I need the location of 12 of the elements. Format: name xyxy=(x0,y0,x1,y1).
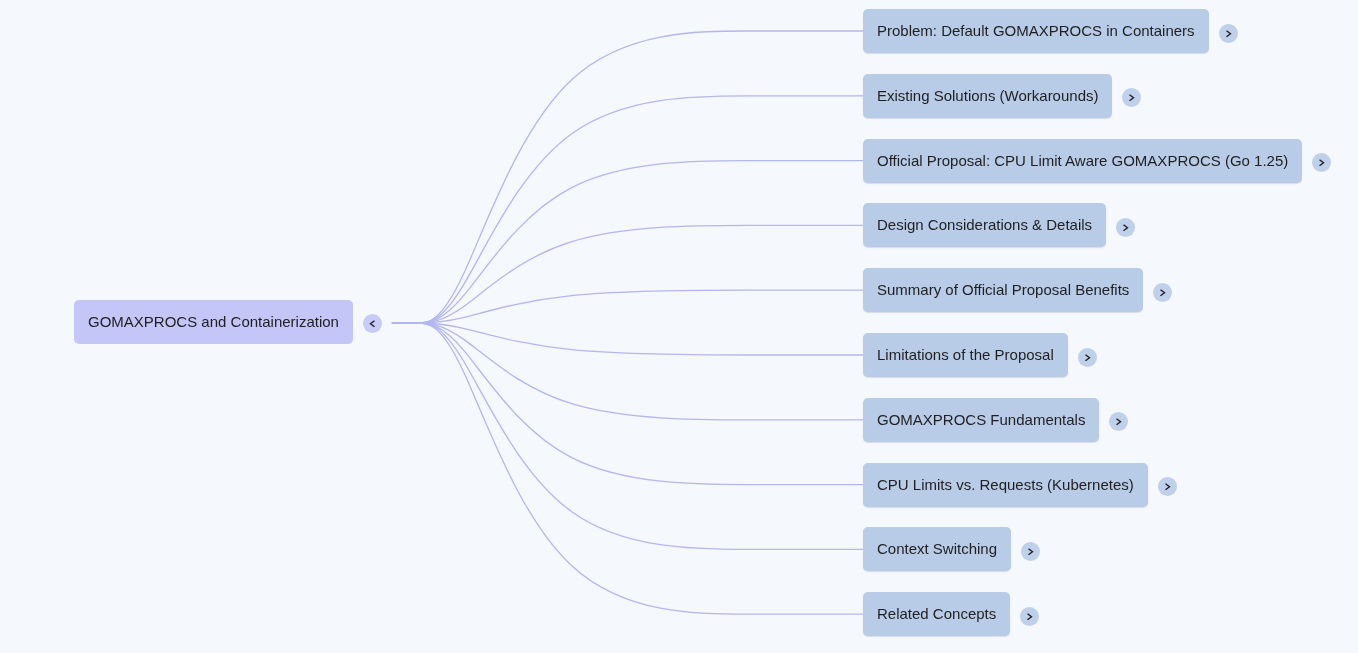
subtopic-node: CPU Limits vs. Requests (Kubernetes) xyxy=(863,462,1148,507)
subtopic-node: GOMAXPROCS Fundamentals xyxy=(863,397,1100,442)
subtopic-node: Problem: Default GOMAXPROCS in Containers xyxy=(863,9,1209,53)
subtopic-node: Existing Solutions (Workarounds) xyxy=(863,73,1113,118)
subtopic-node: Summary of Official Proposal Benefits xyxy=(863,268,1144,313)
subtopic-node: Context Switching xyxy=(863,527,1012,572)
subtopic-node: Related Concepts xyxy=(863,592,1011,637)
subtopic-node: Design Considerations & Details xyxy=(863,203,1107,248)
central-topic-node: GOMAXPROCS and Containerization xyxy=(74,300,353,344)
connector-curve xyxy=(391,322,864,615)
subtopic-node: Limitations of the Proposal xyxy=(863,333,1068,377)
subtopic-node: Official Proposal: CPU Limit Aware GOMAXPROCS (Go 1.25) xyxy=(863,138,1303,183)
